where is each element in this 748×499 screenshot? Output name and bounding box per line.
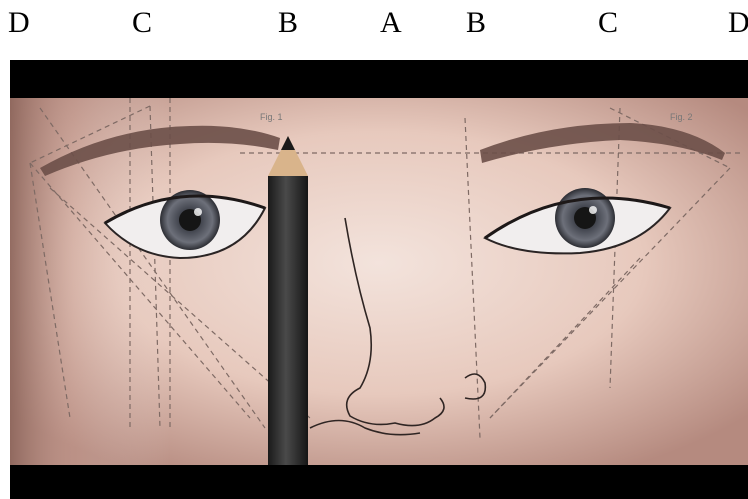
pencil-icon [268, 136, 308, 465]
column-label-d-right: D [728, 6, 748, 40]
column-label-a: A [380, 6, 402, 40]
figure-label-left: Fig. 1 [260, 112, 283, 122]
column-label-d-left: D [8, 6, 30, 40]
eyebrow-mapping-illustration: Fig. 1 Fig. 2 [10, 98, 748, 465]
bottom-letterbox-bar [10, 465, 748, 499]
column-label-b-left: B [278, 6, 298, 40]
column-label-c-right: C [598, 6, 618, 40]
column-label-c-left: C [132, 6, 152, 40]
top-letterbox-bar [10, 60, 748, 98]
figure-label-right: Fig. 2 [670, 112, 693, 122]
column-label-b-right: B [466, 6, 486, 40]
